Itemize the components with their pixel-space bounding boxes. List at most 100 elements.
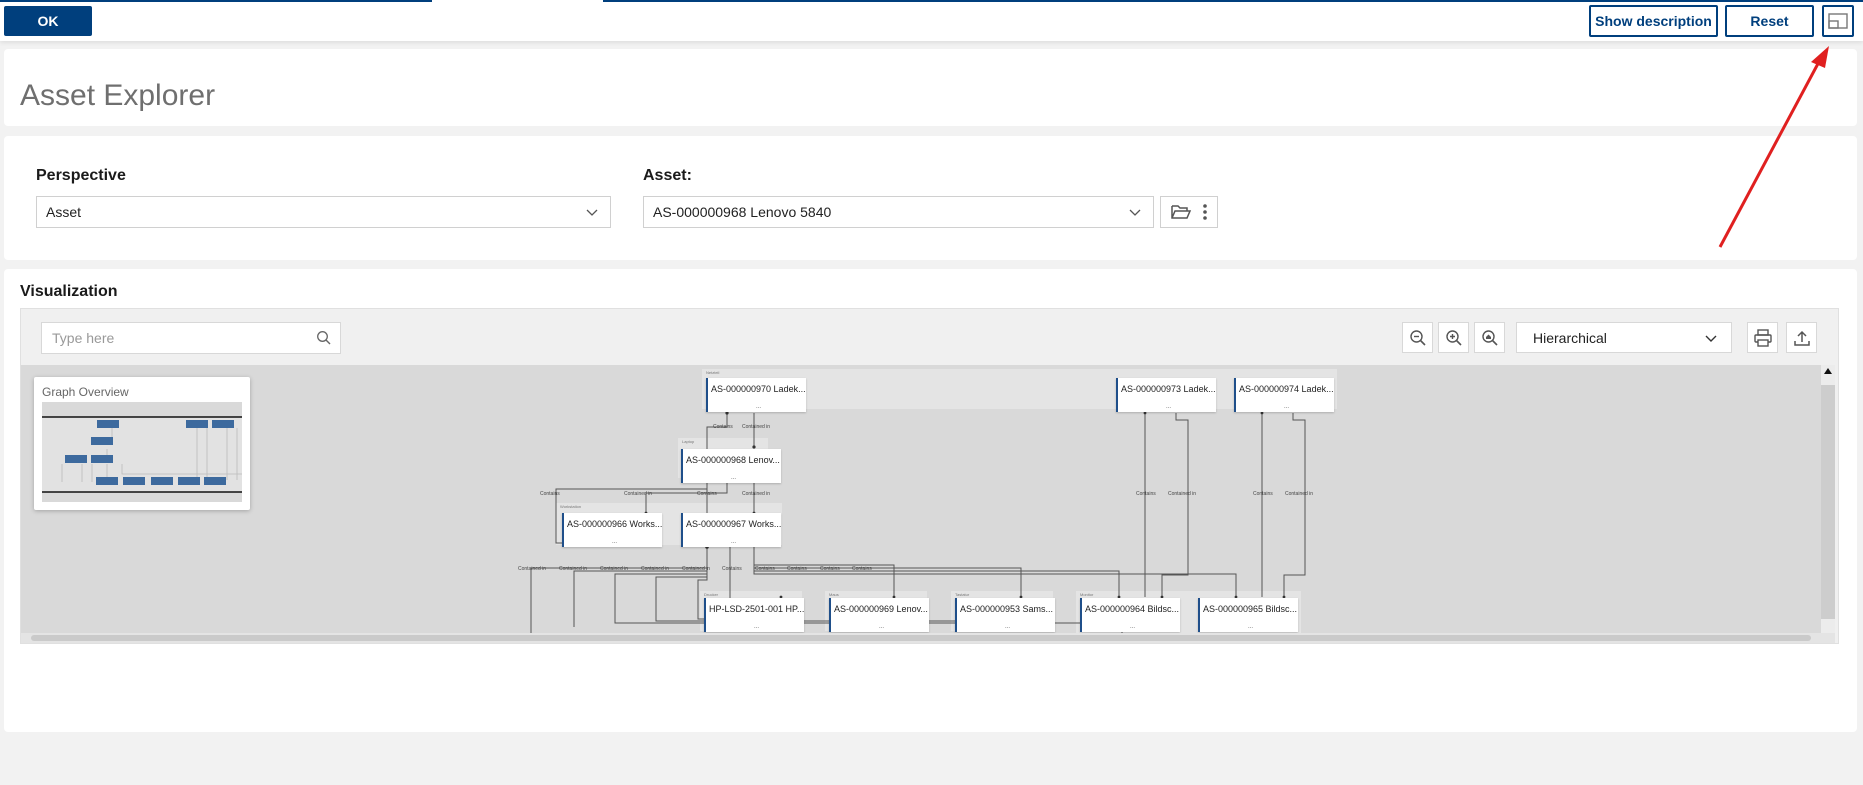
horizontal-scrollbar[interactable] — [21, 633, 1835, 643]
edge-label: Contained in — [1285, 491, 1314, 497]
graph-edges — [530, 411, 1306, 633]
node-label: AS-000000970 Ladek... — [711, 384, 806, 394]
graph-node[interactable]: AS-000000965 Bildsc...... — [1198, 598, 1298, 632]
edge-label: Contained in — [1168, 491, 1197, 497]
asset-value: AS-000000968 Lenovo 5840 — [653, 204, 832, 220]
layout-select[interactable]: Hierarchical — [1516, 322, 1732, 353]
zoom-in-icon — [1445, 329, 1462, 346]
chevron-down-icon — [1129, 209, 1141, 216]
node-footer: ... — [879, 624, 885, 630]
node-label: AS-000000967 Works... — [686, 519, 782, 529]
edge-label: Contained in — [600, 566, 629, 572]
show-description-button[interactable]: Show description — [1589, 5, 1718, 37]
tab-indicator-left — [0, 0, 432, 2]
graph-overview-minimap[interactable] — [42, 402, 242, 502]
group-label: Laptop — [682, 439, 695, 444]
edge-label: Contains — [787, 566, 807, 572]
vertical-scrollbar[interactable] — [1821, 365, 1835, 633]
graph-node[interactable]: AS-000000968 Lenov...... — [681, 449, 781, 483]
edge-label: Contains — [820, 566, 840, 572]
group-label: Drucker — [704, 592, 719, 597]
node-footer: ... — [1130, 624, 1136, 630]
zoom-fit-icon — [1481, 329, 1498, 346]
edge-label: Contains — [540, 491, 560, 497]
edge-label: Contains — [697, 491, 717, 497]
node-label: HP-LSD-2501-001 HP... — [709, 604, 805, 614]
reset-button[interactable]: Reset — [1725, 5, 1814, 37]
visualization-title: Visualization — [20, 283, 118, 300]
zoom-fit-button[interactable] — [1474, 322, 1505, 353]
group-label: Monitor — [1080, 592, 1094, 597]
edge-label: Contained in — [518, 566, 547, 572]
graph-node[interactable]: AS-000000969 Lenov...... — [829, 598, 929, 632]
graph-node[interactable]: HP-LSD-2501-001 HP...... — [704, 598, 804, 632]
group-label: Workstation — [560, 504, 582, 509]
folder-open-icon[interactable] — [1170, 203, 1192, 221]
group-label: Tastatur — [955, 592, 970, 597]
print-icon — [1753, 328, 1772, 347]
edge-label: Contains — [713, 424, 733, 430]
page-title: Asset Explorer — [20, 79, 216, 112]
window-layout-icon — [1828, 13, 1848, 29]
filter-panel: Perspective Asset Asset: AS-000000968 Le… — [4, 136, 1857, 260]
annotation-arrow — [1718, 46, 1829, 248]
asset-select[interactable]: AS-000000968 Lenovo 5840 — [643, 196, 1154, 228]
perspective-select[interactable]: Asset — [36, 196, 611, 228]
edge-label: Contained in — [641, 566, 670, 572]
search-icon[interactable] — [316, 330, 332, 346]
ok-button[interactable]: OK — [4, 6, 92, 36]
edge-label: Contains — [722, 566, 742, 572]
export-button[interactable] — [1786, 322, 1817, 353]
edge-label: Contained in — [559, 566, 588, 572]
layout-value: Hierarchical — [1533, 329, 1607, 346]
graph-node[interactable]: AS-000000966 Works...... — [562, 513, 662, 547]
horizontal-scroll-thumb[interactable] — [31, 635, 1811, 641]
zoom-in-button[interactable] — [1438, 322, 1469, 353]
graph-canvas[interactable]: Netzteil Laptop Workstation Drucker Maus… — [21, 365, 1821, 633]
graph-viewer: Hierarchical Netzteil Laptop Workstation… — [20, 308, 1839, 644]
graph-node[interactable]: AS-000000973 Ladek...... — [1116, 378, 1216, 412]
graph-toolbar: Hierarchical — [21, 309, 1838, 364]
node-label: AS-000000966 Works... — [567, 519, 663, 529]
node-footer: ... — [731, 539, 737, 545]
edge-label: Contains — [852, 566, 872, 572]
more-vertical-icon[interactable] — [1202, 203, 1208, 221]
edge-label: Contained in — [624, 491, 653, 497]
group-netzteil: Netzteil — [702, 369, 1337, 409]
node-footer: ... — [1284, 404, 1290, 410]
edge-label: Contains — [755, 566, 775, 572]
chevron-down-icon — [1705, 335, 1717, 342]
node-label: AS-000000973 Ladek... — [1121, 384, 1216, 394]
zoom-out-button[interactable] — [1402, 322, 1433, 353]
node-label: AS-000000965 Bildsc... — [1203, 604, 1298, 614]
layout-toggle-button[interactable] — [1822, 5, 1854, 37]
edge-label: Contains — [1253, 491, 1273, 497]
node-footer: ... — [731, 475, 737, 481]
graph-overview-title: Graph Overview — [42, 385, 129, 399]
node-label: AS-000000969 Lenov... — [834, 604, 928, 614]
vertical-scroll-thumb[interactable] — [1821, 385, 1835, 619]
scroll-up-icon[interactable] — [1824, 368, 1832, 374]
node-footer: ... — [1005, 624, 1011, 630]
edge-label: Contains — [1136, 491, 1156, 497]
graph-search[interactable] — [41, 322, 341, 354]
perspective-value: Asset — [46, 204, 82, 220]
graph-node[interactable]: AS-000000953 Sams...... — [955, 598, 1055, 632]
node-label: AS-000000964 Bildsc... — [1085, 604, 1180, 614]
graph-node[interactable]: AS-000000974 Ladek...... — [1234, 378, 1334, 412]
graph-search-input[interactable] — [52, 330, 312, 346]
graph-node[interactable]: AS-000000970 Ladek...... — [706, 378, 806, 412]
graph-overview[interactable]: Graph Overview — [34, 377, 250, 510]
node-footer: ... — [754, 624, 760, 630]
node-footer: ... — [612, 539, 618, 545]
graph-node[interactable]: AS-000000967 Works...... — [681, 513, 781, 547]
minimap-graph — [42, 416, 242, 493]
group-label: Netzteil — [706, 370, 720, 375]
print-button[interactable] — [1747, 322, 1778, 353]
node-footer: ... — [756, 404, 762, 410]
visualization-panel: Visualization Hierarchical — [4, 269, 1857, 732]
graph-node[interactable]: AS-000000964 Bildsc...... — [1080, 598, 1180, 632]
chevron-down-icon — [586, 209, 598, 216]
zoom-out-icon — [1409, 329, 1426, 346]
node-footer: ... — [1248, 624, 1254, 630]
